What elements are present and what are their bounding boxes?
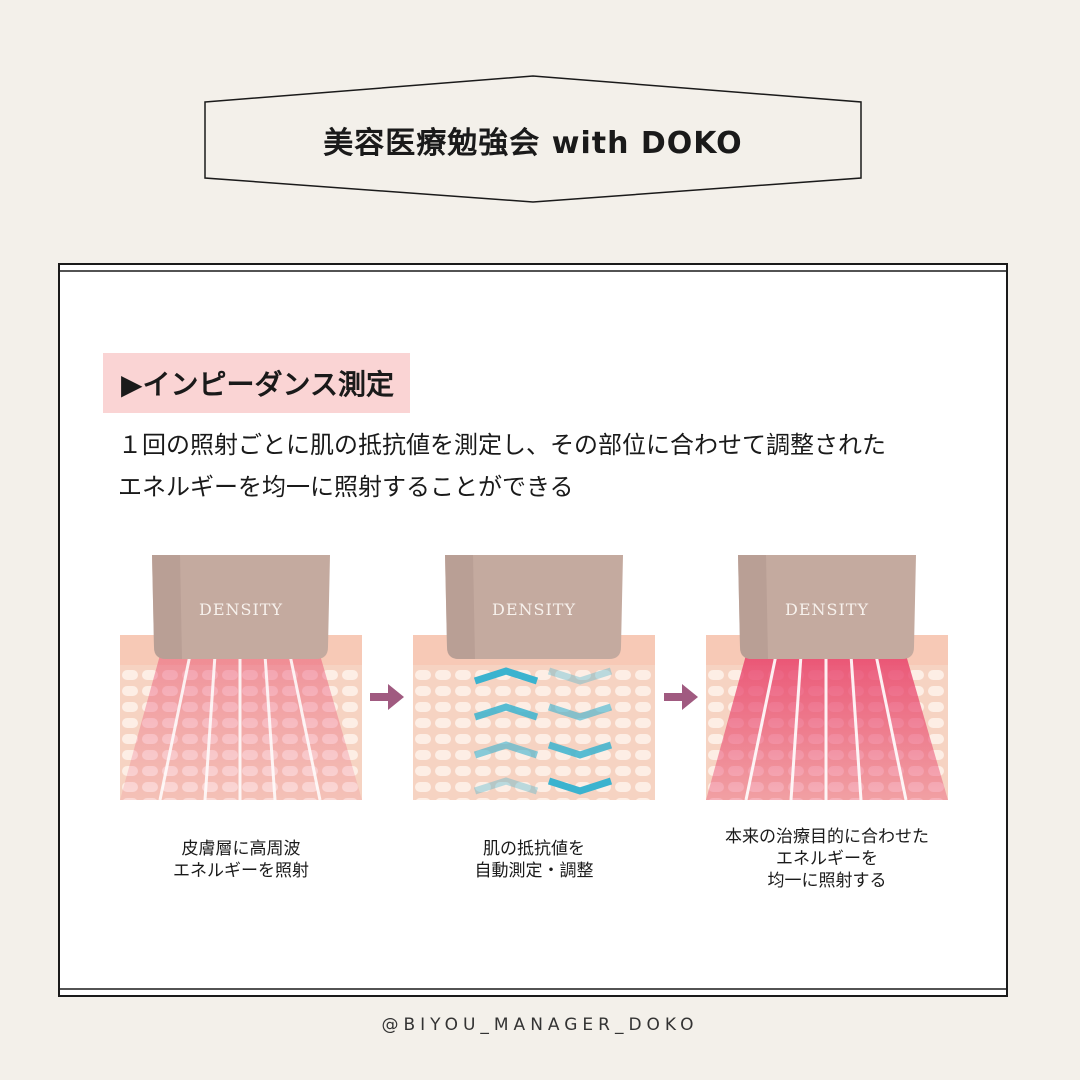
illustration-panel-2: DENSITY xyxy=(413,555,655,800)
page-title: 美容医療勉強会 with DOKO xyxy=(323,126,743,161)
device-label: DENSITY xyxy=(199,600,283,619)
panel-1-caption: 皮膚層に高周波 エネルギーを照射 xyxy=(91,838,391,882)
caption-line: エネルギーを照射 xyxy=(173,861,309,881)
section-description: １回の照射ごとに肌の抵抗値を測定し、その部位に合わせて調整された エネルギーを均… xyxy=(118,424,978,508)
caption-line: 自動測定・調整 xyxy=(474,861,594,881)
caption-line: 本来の治療目的に合わせた xyxy=(725,827,929,847)
caption-line: 肌の抵抗値を xyxy=(483,839,585,859)
device-label: DENSITY xyxy=(492,600,576,619)
chevron-down-icon xyxy=(547,667,613,795)
chevron-up-icon xyxy=(473,667,539,795)
illustration-panel-1: DENSITY xyxy=(120,555,362,800)
caption-line: 均一に照射する xyxy=(767,871,887,891)
illustration-panel-3: DENSITY xyxy=(706,555,948,800)
skin-radiation-illustration: DENSITY xyxy=(120,555,362,800)
panel-3-caption: 本来の治療目的に合わせた エネルギーを 均一に照射する xyxy=(677,826,977,892)
arrow-right-icon xyxy=(370,684,404,710)
section-heading: ▶インピーダンス測定 xyxy=(103,353,410,413)
skin-measurement-illustration: DENSITY xyxy=(413,555,655,800)
panel-2-caption: 肌の抵抗値を 自動測定・調整 xyxy=(384,838,684,882)
device-label: DENSITY xyxy=(785,600,869,619)
arrow-right-icon xyxy=(664,684,698,710)
skin-uniform-radiation-illustration: DENSITY xyxy=(706,555,948,800)
banner-hexagon-shape xyxy=(204,75,862,203)
header-banner: 美容医療勉強会 with DOKO xyxy=(0,0,1080,220)
caption-line: 皮膚層に高周波 xyxy=(181,839,301,859)
caption-line: エネルギーを xyxy=(776,849,878,869)
description-line: エネルギーを均一に照射することができる xyxy=(118,473,574,501)
description-line: １回の照射ごとに肌の抵抗値を測定し、その部位に合わせて調整された xyxy=(118,431,886,459)
footer-handle: @BIYOU_MANAGER_DOKO xyxy=(381,1015,699,1035)
